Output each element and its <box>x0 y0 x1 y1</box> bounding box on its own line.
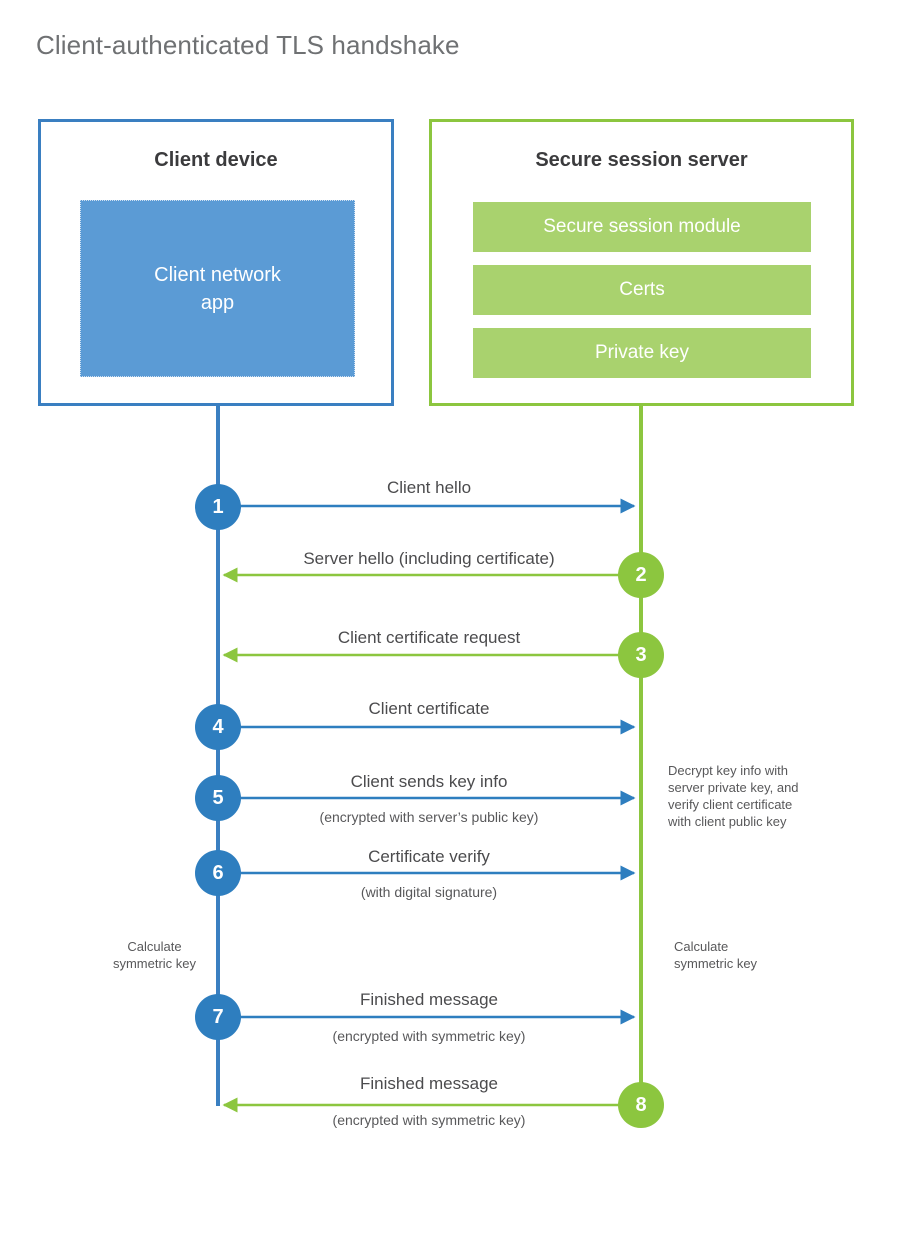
message-label-5: Client sends key info <box>350 772 508 791</box>
step-circle-6[interactable]: 6 <box>195 850 241 896</box>
step-circle-4[interactable]: 4 <box>195 704 241 750</box>
client-app-label-line1: Client network <box>154 263 281 286</box>
secure-session-server-title: Secure session server <box>535 149 748 171</box>
message-label-6: Certificate verify <box>368 847 490 866</box>
server-module-secure-session-module: Secure session module <box>473 202 811 252</box>
message-label-7: Finished message <box>360 990 498 1009</box>
server-module-private-key: Private key <box>473 328 811 378</box>
client-lifeline <box>216 406 220 1106</box>
secure-session-server-box: Secure session server Secure session mod… <box>429 119 854 406</box>
page-title: Client-authenticated TLS handshake <box>36 30 460 60</box>
annotation-server-calc-line1: Calculate <box>674 939 729 954</box>
message-label-2: Server hello (including certificate) <box>303 549 555 568</box>
annotation-server-decrypt-line3: verify client certificate <box>668 797 793 812</box>
step-circle-1[interactable]: 1 <box>195 484 241 530</box>
annotation-server-calc-line2: symmetric key <box>674 956 758 971</box>
step-circle-8[interactable]: 8 <box>618 1082 664 1128</box>
step-circle-3[interactable]: 3 <box>618 632 664 678</box>
annotation-server-decrypt-line1: Decrypt key info with <box>668 763 788 778</box>
client-network-app-label: Client network app <box>154 261 281 317</box>
message-sublabel-6: (with digital signature) <box>360 884 498 900</box>
message-sublabel-5: (encrypted with server’s public key) <box>319 809 539 825</box>
server-lifeline <box>639 406 643 1106</box>
annotation-server-calculate-symmetric-key: Calculate symmetric key <box>674 938 834 972</box>
step-circle-7[interactable]: 7 <box>195 994 241 1040</box>
message-sublabel-8: (encrypted with symmetric key) <box>332 1112 526 1128</box>
annotation-client-calc-line1: Calculate <box>127 939 182 954</box>
message-label-8: Finished message <box>360 1074 498 1093</box>
message-label-3: Client certificate request <box>337 628 521 647</box>
message-label-1: Client hello <box>386 478 472 497</box>
client-network-app-block: Client network app <box>80 200 355 377</box>
message-label-4: Client certificate <box>368 699 490 718</box>
client-device-title: Client device <box>154 149 278 171</box>
step-circle-2[interactable]: 2 <box>618 552 664 598</box>
annotation-client-calculate-symmetric-key: Calculate symmetric key <box>82 938 227 972</box>
annotation-client-calc-line2: symmetric key <box>112 956 197 971</box>
annotation-server-decrypt-line4: with client public key <box>668 814 787 829</box>
annotation-server-decrypt-line2: server private key, and <box>668 780 799 795</box>
client-device-box: Client device Client network app <box>38 119 394 406</box>
step-circle-5[interactable]: 5 <box>195 775 241 821</box>
annotation-server-decrypt: Decrypt key info with server private key… <box>668 762 848 830</box>
message-sublabel-7: (encrypted with symmetric key) <box>332 1028 526 1044</box>
client-app-label-line2: app <box>200 291 235 314</box>
server-module-certs: Certs <box>473 265 811 315</box>
